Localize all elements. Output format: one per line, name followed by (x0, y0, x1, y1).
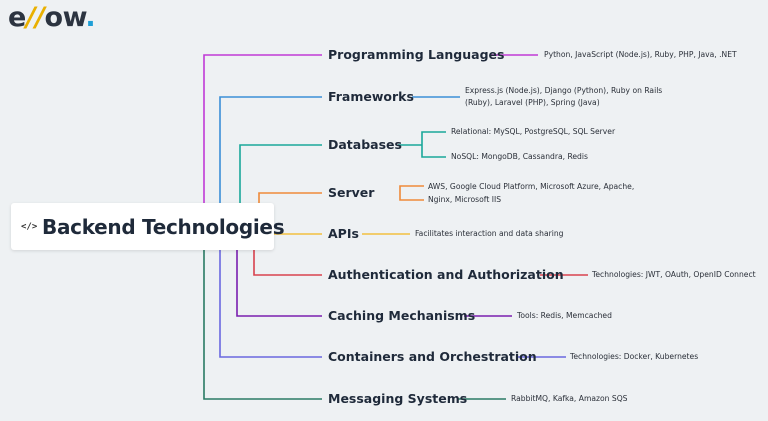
brand-logo: e//ow. (8, 2, 96, 33)
branch-databases: Databases (328, 137, 402, 152)
detail-authentication: Technologies: JWT, OAuth, OpenID Connect (592, 270, 756, 279)
root-title: Backend Technologies (42, 214, 285, 239)
branch-messaging: Messaging Systems (328, 391, 468, 406)
branch-containers: Containers and Orchestration (328, 349, 537, 364)
detail-databases-nosql: NoSQL: MongoDB, Cassandra, Redis (451, 152, 588, 161)
detail-programming-languages: Python, JavaScript (Node.js), Ruby, PHP,… (544, 50, 737, 59)
branch-apis: APIs (328, 226, 359, 241)
connector-caching (236, 250, 512, 317)
connector-server (258, 185, 424, 203)
branch-frameworks: Frameworks (328, 89, 414, 104)
branch-authentication: Authentication and Authorization (328, 267, 564, 282)
connector-containers (219, 250, 566, 358)
branch-server: Server (328, 185, 375, 200)
detail-frameworks-line2: (Ruby), Laravel (PHP), Spring (Java) (465, 98, 600, 107)
detail-apis: Facilitates interaction and data sharing (415, 229, 564, 238)
connector-databases (239, 131, 446, 226)
code-icon: </> (21, 221, 38, 232)
branch-programming-languages: Programming Languages (328, 47, 505, 62)
connector-authentication (253, 250, 588, 276)
branch-caching: Caching Mechanisms (328, 308, 476, 323)
detail-caching: Tools: Redis, Memcached (517, 311, 612, 320)
detail-frameworks-line1: Express.js (Node.js), Django (Python), R… (465, 86, 663, 95)
connector-frameworks (219, 96, 460, 226)
detail-containers: Technologies: Docker, Kubernetes (570, 352, 699, 361)
detail-databases-relational: Relational: MySQL, PostgreSQL, SQL Serve… (451, 127, 616, 136)
root-node: </> Backend Technologies (11, 203, 285, 250)
connector-programming-languages (203, 54, 538, 226)
detail-messaging: RabbitMQ, Kafka, Amazon SQS (511, 394, 628, 403)
detail-server-line2: Nginx, Microsoft IIS (428, 195, 502, 204)
detail-server-line1: AWS, Google Cloud Platform, Microsoft Az… (428, 182, 635, 191)
connector-messaging (203, 250, 506, 400)
